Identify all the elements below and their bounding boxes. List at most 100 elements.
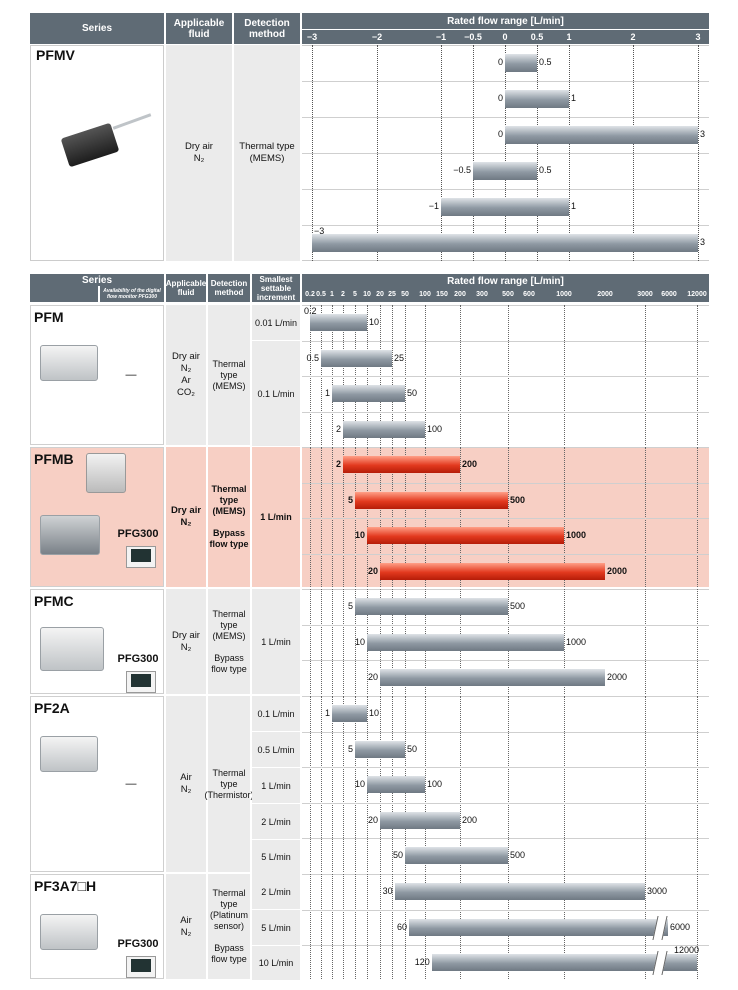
increment-cell: 0.5 L/min [252,732,300,767]
grid-line [564,696,565,872]
grid-line [310,874,311,979]
top-header-series: Series [30,13,164,44]
range-max-label: 10 [369,317,380,327]
availability-label: PFG300 [117,528,159,540]
range-min-label: 60 [396,921,407,932]
range-min-label: 120 [414,957,430,968]
grid-line [367,305,368,445]
availability-label: PFG300 [117,652,159,665]
bottom-header-series-fill [30,286,98,302]
bottom-tick-label: 6000 [661,291,677,298]
range-bar [380,669,605,687]
bottom-tick-label: 100 [419,291,431,298]
range-min-label: 5 [347,743,353,754]
range-max-label: 50 [407,388,418,399]
range-max-label: 100 [427,779,443,790]
product-image [40,345,98,381]
row-divider [302,376,709,378]
row-divider [302,838,709,840]
bottom-tick-label: 50 [401,291,409,298]
product-image [40,515,100,555]
top-row-divider [302,81,709,82]
range-bar [405,847,508,865]
bottom-header-series: Series [30,274,164,286]
range-max-label: 2000 [607,565,628,576]
row-divider [302,660,709,662]
range-max-label: 6000 [670,921,691,932]
grid-line [332,447,333,587]
series-name: PFMV [36,47,75,63]
top-row-divider [302,117,709,118]
grid-line [697,447,698,587]
grid-line [332,305,333,445]
range-bar [505,90,569,108]
bottom-tick-label: 3000 [637,291,653,298]
grid-line [367,874,368,979]
range-min-label: 1 [324,708,330,718]
grid-line [355,589,356,694]
grid-line [332,589,333,694]
range-bar [355,491,508,509]
range-min-label: 50 [392,850,403,861]
top-tick-label: 3 [695,32,701,42]
grid-line [564,589,565,694]
increment-cell: 2 L/min [252,804,300,839]
grid-line [321,305,322,445]
grid-line [508,696,509,872]
range-max-label: 100 [427,423,443,434]
range-max-label: 25 [394,352,405,363]
grid-line [645,696,646,872]
grid-line [355,696,356,872]
bottom-tick-label: 2000 [597,291,613,298]
range-max-label: 12000 [674,945,700,956]
grid-line [425,447,426,587]
range-bar [343,456,460,473]
bottom-tick-label: 300 [476,291,488,298]
top-header-fluid: Applicable fluid [166,13,232,44]
method-cell: Thermal type (Thermistor) [205,696,254,872]
increment-cell: 5 L/min [252,840,300,874]
fluid-cell: Dry air N₂ Ar CO₂ [166,305,206,445]
range-max-label: 2000 [607,672,628,683]
bottom-tick-label: 5 [353,291,357,298]
increment-cell: 0.1 L/min [252,341,300,446]
range-max-label: 0.5 [539,57,552,67]
range-bar [431,954,697,972]
range-min-label: 10 [354,636,365,647]
range-max-label: 1 [571,201,577,211]
range-bar [441,198,569,216]
range-max-label: 500 [510,494,526,505]
grid-line [405,447,406,587]
series-name: PF3A7□H [34,878,97,894]
range-min-label: 20 [367,672,378,683]
range-bar [505,54,537,72]
range-max-label: 500 [510,601,526,611]
increment-cell: 1 L/min [252,447,300,587]
increment-cell: 0.01 L/min [252,305,300,340]
row-divider [302,909,709,911]
range-min-label: 0 [497,57,503,67]
top-row-divider [302,153,709,154]
bottom-tick-label: 1 [330,291,334,298]
row-divider [302,553,709,555]
grid-line [645,305,646,445]
range-bar [332,705,367,722]
bottom-tick-label: 12000 [687,291,707,298]
grid-line [355,874,356,979]
grid-line [425,305,426,445]
grid-line [343,447,344,587]
range-min-label: 2 [335,423,341,434]
range-bar [321,349,392,367]
range-bar [394,883,645,900]
grid-line [310,589,311,694]
grid-line [508,447,509,587]
grid-line [332,874,333,979]
fluid-cell: Dry air N₂ [166,447,206,587]
range-min-label: 10 [354,779,365,790]
method-cell: Thermal type (MEMS) Bypass flow type [208,447,250,587]
range-min-label: −0.5 [453,165,471,175]
availability-label: PFG300 [117,937,159,950]
grid-line [508,305,509,445]
grid-line [460,447,461,587]
range-max-label: 0.5 [539,165,552,175]
